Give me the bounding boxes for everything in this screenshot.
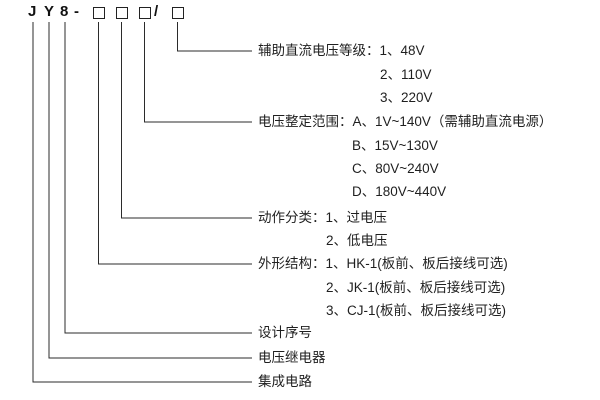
spec-subline: 2、低电压 (326, 233, 388, 248)
spec-subline: 2、JK-1(板前、板后接线可选) (326, 280, 506, 295)
spec-label-voltage-range: 电压整定范围：A、1V~140V（需辅助直流电源） (258, 114, 553, 129)
model-char-8: 8 (60, 3, 69, 20)
connector-line-design-serial (64, 22, 252, 334)
spec-subline: D、180V~440V (352, 184, 447, 199)
spec-subline: B、15V~130V (352, 138, 438, 153)
spec-subline: 2、110V (380, 67, 432, 82)
spec-label-circuit-type: 集成电路 (258, 374, 312, 389)
connector-line-circuit-type (32, 22, 252, 383)
spec-label-design-serial: 设计序号 (258, 325, 312, 340)
connector-line-action-class (121, 22, 252, 219)
model-separator-slash: / (154, 3, 159, 20)
connector-line-voltage-range (144, 22, 252, 123)
spec-subline: 3、220V (380, 90, 433, 105)
code-box-structure (93, 7, 105, 19)
model-char-y: Y (44, 3, 55, 20)
spec-subline: 3、CJ-1(板前、板后接线可选) (326, 303, 507, 318)
spec-label-action-class: 动作分类：1、过电压 (258, 210, 388, 225)
spec-subline: C、80V~240V (352, 161, 439, 176)
spec-label-relay-type: 电压继电器 (258, 350, 326, 365)
spec-label-structure: 外形结构：1、HK-1(板前、板后接线可选) (258, 256, 508, 271)
connector-line-structure (98, 22, 252, 265)
code-box-voltage-range (139, 7, 151, 19)
code-box-action-class (116, 7, 128, 19)
spec-label-aux-voltage: 辅助直流电压等级：1、48V (258, 43, 425, 58)
connector-line-relay-type (48, 22, 252, 359)
model-separator-dash: - (74, 3, 79, 20)
code-box-aux-voltage (172, 7, 184, 19)
connector-line-aux-voltage (177, 22, 252, 52)
model-char-j: J (28, 3, 37, 20)
